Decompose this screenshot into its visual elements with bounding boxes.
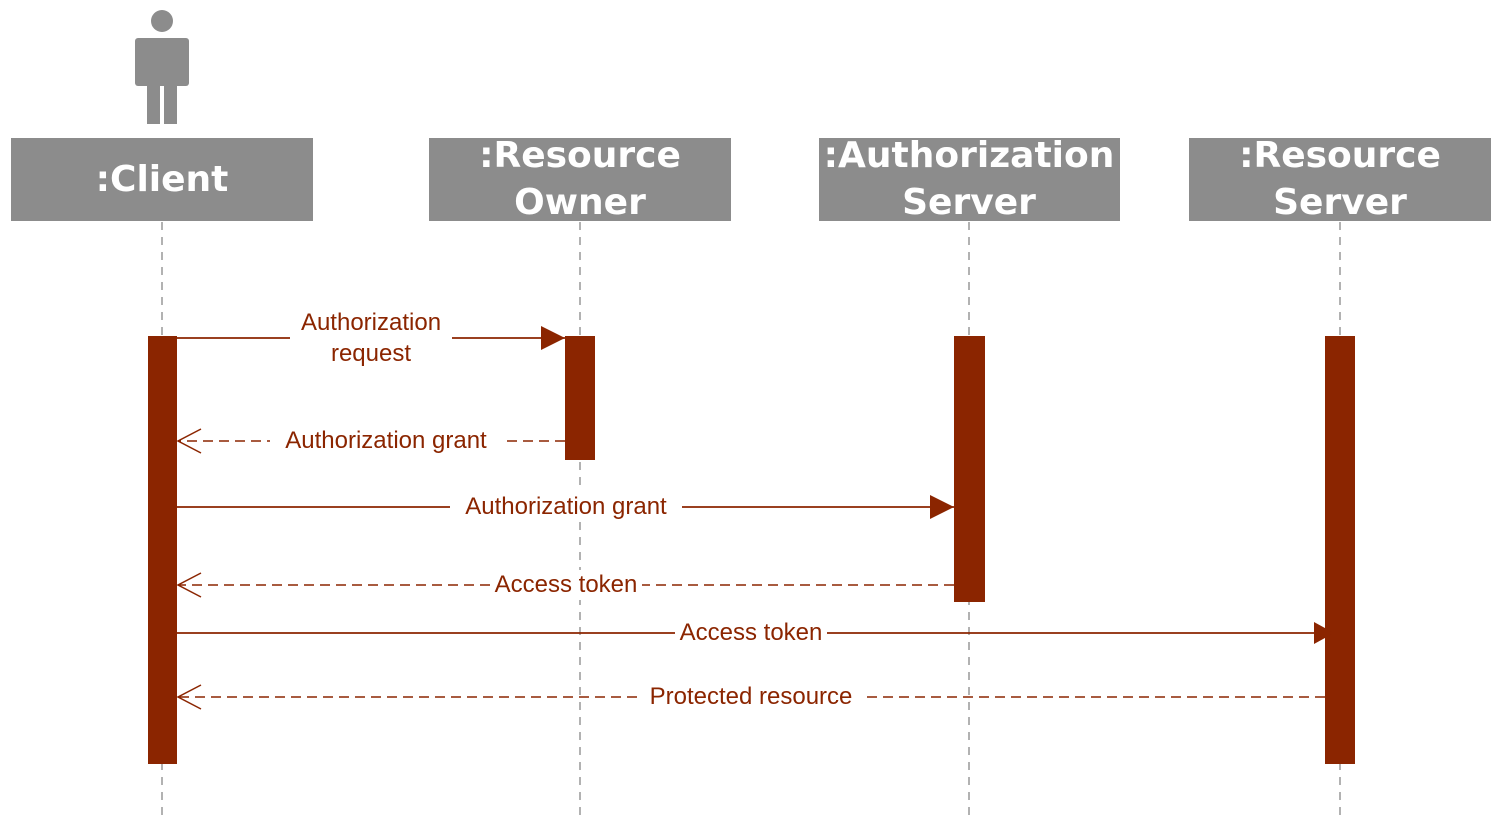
person-icon xyxy=(135,10,189,124)
participant-label-line-2: Server xyxy=(1273,182,1407,223)
participant-label-line-1: :Resource xyxy=(1239,135,1441,176)
message-protected-resource-return: Protected resource xyxy=(176,682,1325,712)
filled-arrowhead-icon xyxy=(1314,622,1334,644)
activation-authorization-server xyxy=(954,336,985,602)
message-access-token-return: Access token xyxy=(176,570,954,600)
open-arrowhead-icon xyxy=(176,684,202,710)
participant-client: :Client xyxy=(11,138,313,221)
message-label: Access token xyxy=(680,619,823,646)
participant-label-line-2: Owner xyxy=(514,182,646,223)
message-label-line-2: request xyxy=(331,340,411,367)
participant-resource-owner: :Resource Owner xyxy=(429,135,731,223)
filled-arrowhead-icon xyxy=(930,495,954,519)
filled-arrowhead-icon xyxy=(541,326,565,350)
message-authorization-request: Authorization request xyxy=(177,306,565,370)
message-authorization-grant-send: Authorization grant xyxy=(177,492,954,522)
message-access-token-send: Access token xyxy=(177,618,1334,648)
participant-resource-server: :Resource Server xyxy=(1189,135,1491,223)
message-label: Protected resource xyxy=(650,683,853,710)
participant-authorization-server: :Authorization Server xyxy=(819,135,1120,223)
open-arrowhead-icon xyxy=(176,572,202,598)
activations xyxy=(148,336,1355,764)
message-authorization-grant-return: Authorization grant xyxy=(176,426,565,456)
message-label: Authorization grant xyxy=(465,493,667,520)
message-label-line-1: Authorization xyxy=(301,309,441,336)
participant-label-line-1: :Authorization xyxy=(824,135,1115,176)
activation-resource-server xyxy=(1325,336,1355,764)
participant-label-line-1: :Resource xyxy=(479,135,681,176)
message-label: Authorization grant xyxy=(285,427,487,454)
message-label: Access token xyxy=(495,571,638,598)
activation-client xyxy=(148,336,177,764)
activation-resource-owner xyxy=(565,336,595,460)
open-arrowhead-icon xyxy=(176,428,202,454)
participant-label-line-2: Server xyxy=(902,182,1036,223)
participant-label: :Client xyxy=(96,159,229,200)
